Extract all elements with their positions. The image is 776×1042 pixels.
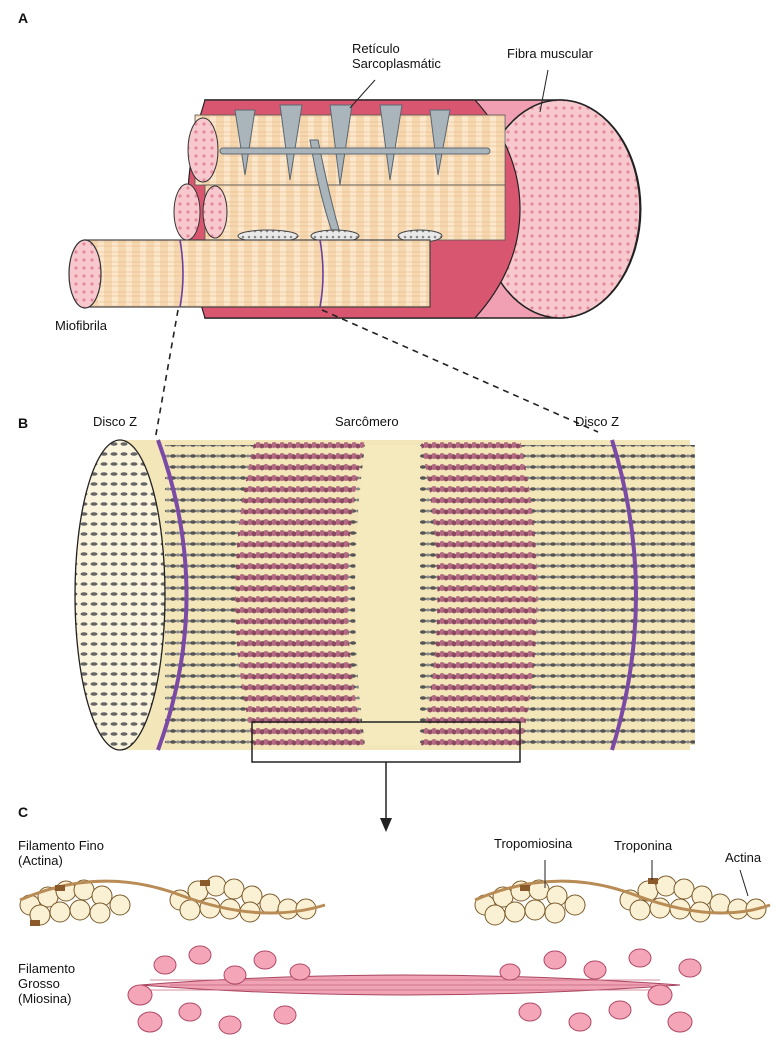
- disco-z-right-label: Disco Z: [575, 414, 619, 429]
- reticulo-label: Retículo Sarcoplasmátic: [352, 41, 441, 71]
- reticulo-label-line2: Sarcoplasmátic: [352, 56, 441, 71]
- myofibril: [69, 240, 430, 308]
- disco-z-left-label: Disco Z: [93, 414, 137, 429]
- miofibrila-label: Miofibrila: [55, 318, 107, 333]
- filamento-fino-line1: Filamento Fino: [18, 838, 104, 853]
- reticulo-label-line1: Retículo: [352, 41, 441, 56]
- sarcomero-label: Sarcômero: [335, 414, 399, 429]
- filamento-fino-line2: (Actina): [18, 853, 104, 868]
- filamento-grosso-line3: (Miosina): [18, 991, 75, 1006]
- panel-a-label: A: [18, 10, 28, 26]
- tropomiosina-label: Tropomiosina: [494, 836, 572, 851]
- panel-c-label: C: [18, 804, 28, 820]
- filamento-grosso-line2: Grosso: [18, 976, 75, 991]
- filamento-grosso-line1: Filamento: [18, 961, 75, 976]
- thin-filament-right: [475, 860, 770, 925]
- filamento-fino-label: Filamento Fino (Actina): [18, 838, 104, 868]
- thick-filament: [128, 946, 701, 1034]
- thin-filament-left: [20, 876, 325, 926]
- troponina-label: Troponina: [614, 838, 672, 853]
- filamento-grosso-label: Filamento Grosso (Miosina): [18, 961, 75, 1006]
- fibra-muscular-label: Fibra muscular: [507, 46, 593, 61]
- actina-label: Actina: [725, 850, 761, 865]
- sarcomere: [75, 440, 695, 832]
- panel-b-label: B: [18, 415, 28, 431]
